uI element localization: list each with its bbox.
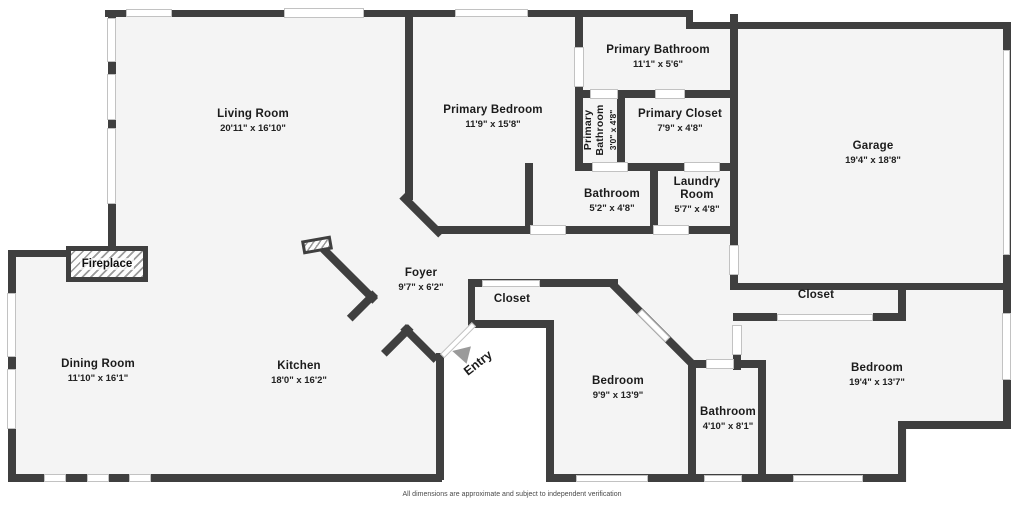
wall xyxy=(546,320,554,480)
wall xyxy=(8,250,16,482)
wall xyxy=(617,95,625,165)
room-floor xyxy=(737,22,1011,290)
wall xyxy=(575,85,583,170)
room-label-bedroom-middle: Bedroom 9'9" x 13'9" xyxy=(592,375,644,402)
wall xyxy=(758,360,766,482)
window-or-door-opening xyxy=(284,8,364,18)
room-label-kitchen: Kitchen 18'0" x 16'2" xyxy=(271,360,327,387)
window-or-door-opening xyxy=(592,162,628,172)
window-or-door-opening xyxy=(107,18,116,62)
room-label-dining-room: Dining Room 11'10" x 16'1" xyxy=(61,358,135,385)
footer-disclaimer: All dimensions are approximate and subje… xyxy=(402,491,622,498)
room-label-closet-right: Closet xyxy=(797,289,835,301)
room-label-primary-bathroom-small: Primary Bathroom 3'0" x 4'8" xyxy=(581,104,619,156)
window-or-door-opening xyxy=(107,128,116,204)
room-label-bedroom-right: Bedroom 19'4" x 13'7" xyxy=(849,362,905,389)
fireplace: Fireplace xyxy=(66,246,148,282)
wall xyxy=(730,14,738,290)
window-or-door-opening xyxy=(1003,50,1010,255)
wall xyxy=(575,14,583,49)
room-label-closet-middle: Closet xyxy=(493,293,531,305)
wall xyxy=(898,421,1011,429)
window-or-door-opening xyxy=(530,225,566,235)
wall xyxy=(898,421,906,482)
wall xyxy=(12,250,70,257)
wall xyxy=(468,320,554,328)
window-or-door-opening xyxy=(655,89,685,99)
room-label-garage: Garage 19'4" x 18'8" xyxy=(845,140,901,167)
wall xyxy=(688,360,696,482)
room-floor xyxy=(108,10,448,480)
window-or-door-opening xyxy=(574,47,584,87)
room-label-laundry: Laundry Room 5'7" x 4'8" xyxy=(673,176,721,216)
window-or-door-opening xyxy=(129,474,151,482)
room-floor xyxy=(8,250,108,482)
window-or-door-opening xyxy=(1002,313,1011,380)
room-label-foyer: Foyer 9'7" x 6'2" xyxy=(398,267,444,294)
wall xyxy=(733,313,777,321)
window-or-door-opening xyxy=(706,359,734,369)
room-label-primary-closet: Primary Closet 7'9" x 4'8" xyxy=(638,108,722,135)
window-or-door-opening xyxy=(482,280,540,287)
room-label-hall-bathroom: Bathroom 5'2" x 4'8" xyxy=(584,188,640,215)
window-or-door-opening xyxy=(107,74,116,120)
wall xyxy=(898,283,906,321)
room-dims: 20'11" x 16'10" xyxy=(220,123,286,135)
wall xyxy=(686,22,1011,29)
window-or-door-opening xyxy=(7,369,16,429)
wall xyxy=(105,10,693,17)
room-label-bathroom-middle: Bathroom 4'10" x 8'1" xyxy=(700,406,756,433)
window-or-door-opening xyxy=(653,225,689,235)
window-or-door-opening xyxy=(126,9,172,17)
exterior-cutout xyxy=(444,326,546,505)
wall xyxy=(873,313,906,321)
room-label-primary-bathroom: Primary Bathroom 11'1" x 5'6" xyxy=(606,44,710,71)
room-floor xyxy=(405,10,693,285)
wall xyxy=(737,283,1011,290)
room-name: Living Room xyxy=(217,108,289,120)
room-label-living-room: Living Room 20'11" x 16'10" xyxy=(188,108,318,134)
window-or-door-opening xyxy=(729,245,739,275)
wall xyxy=(436,353,444,480)
fireplace-label: Fireplace xyxy=(79,257,135,271)
wall xyxy=(468,283,475,328)
window-or-door-opening xyxy=(590,89,618,99)
wall xyxy=(405,10,413,200)
window-or-door-opening xyxy=(732,325,742,355)
window-or-door-opening xyxy=(455,9,528,17)
wall xyxy=(438,226,737,234)
wall xyxy=(468,279,618,287)
window-or-door-opening xyxy=(576,475,648,482)
room-floor xyxy=(693,22,737,285)
window-or-door-opening xyxy=(777,314,873,321)
wall xyxy=(686,12,693,24)
window-or-door-opening xyxy=(704,475,742,482)
window-or-door-opening xyxy=(44,474,66,482)
room-label-primary-bedroom: Primary Bedroom 11'9" x 15'8" xyxy=(443,104,543,131)
wall xyxy=(525,163,533,234)
window-or-door-opening xyxy=(87,474,109,482)
wall xyxy=(12,474,442,482)
wall xyxy=(650,163,658,234)
window-or-door-opening xyxy=(7,293,16,357)
window-or-door-opening xyxy=(793,475,863,482)
window-or-door-opening xyxy=(684,162,720,172)
